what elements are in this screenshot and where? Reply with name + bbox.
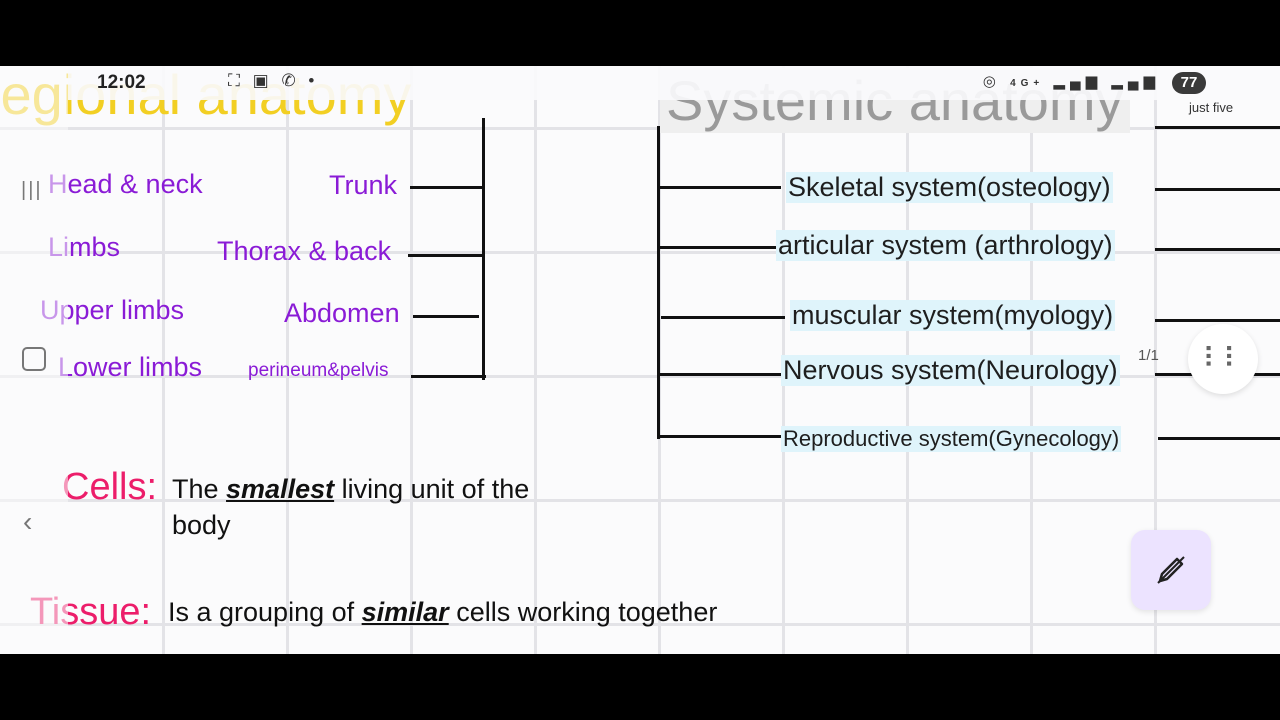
cells-label: Cells: <box>62 466 158 508</box>
whatsapp-icon: ✆ <box>281 71 300 90</box>
regional-item-lower-limbs: Lower limbs <box>58 352 203 382</box>
systemic-item-nervous: Nervous system(Neurology) <box>781 355 1120 386</box>
cells-definition-line2: body <box>172 510 231 540</box>
home-square-icon[interactable] <box>22 347 46 371</box>
grid-menu-button[interactable]: ⠇⠇ <box>1188 324 1258 394</box>
systemic-item-muscular: muscular system(myology) <box>790 300 1116 331</box>
status-right-icons: ◎ 4G+ ▂▄▆ ▂▄▆ <box>983 72 1160 90</box>
just-five-note: just five <box>1189 100 1234 115</box>
status-left-icons: ⛶ ▣ ✆ • <box>228 71 318 91</box>
systemic-bracket-line <box>659 435 783 438</box>
systemic-right-line <box>1155 188 1280 191</box>
regional-bracket-line <box>411 375 486 378</box>
regional-item-perineum-pelvis: perineum&pelvis <box>248 360 389 381</box>
dot-icon: • <box>308 71 319 90</box>
systemic-right-line <box>1158 437 1280 440</box>
systemic-bracket-line <box>661 316 785 319</box>
edit-pen-button[interactable] <box>1131 530 1211 610</box>
back-icon[interactable]: ‹ <box>23 506 33 537</box>
battery-icon: 77 <box>1172 72 1206 94</box>
tissue-definition: Is a grouping of similar cells working t… <box>168 597 718 627</box>
status-time: 12:02 <box>97 72 146 93</box>
systemic-bracket-line <box>659 186 781 189</box>
cells-emphasis: smallest <box>226 474 335 504</box>
regional-bracket-line <box>408 254 484 257</box>
regional-bracket-vertical <box>482 118 485 380</box>
network-label: 4G+ <box>1010 78 1045 89</box>
tissue-emphasis: similar <box>361 597 449 627</box>
systemic-item-reproductive: Reproductive system(Gynecology) <box>781 426 1122 452</box>
grid-dots-icon: ⠇⠇ <box>1202 343 1244 374</box>
cells-definition: The smallest living unit of the <box>172 474 530 504</box>
recent-apps-icon[interactable]: ||| <box>21 179 43 201</box>
regional-item-head-neck: Head & neck <box>48 169 203 199</box>
page-indicator: 1/1 <box>1138 347 1159 364</box>
regional-item-abdomen: Abdomen <box>284 298 400 328</box>
note-canvas: Regional anatomy Systemic anatomy just f… <box>0 66 1280 654</box>
systemic-bracket-line <box>659 246 779 249</box>
pen-icon <box>1157 556 1185 584</box>
systemic-item-skeletal: Skeletal system(osteology) <box>786 172 1113 203</box>
systemic-right-line <box>1155 126 1280 129</box>
regional-item-thorax-back: Thorax & back <box>217 236 392 266</box>
systemic-bracket-line <box>659 373 785 376</box>
systemic-right-line <box>1155 319 1280 322</box>
systemic-item-articular: articular system (arthrology) <box>776 230 1115 261</box>
systemic-bracket-vertical <box>657 126 660 439</box>
regional-bracket-line <box>410 186 484 189</box>
left-rail <box>0 66 68 654</box>
hotspot-icon: ◎ <box>982 73 1001 90</box>
regional-item-trunk: Trunk <box>329 170 398 200</box>
signal-icon: ▂▄▆ <box>1053 73 1103 90</box>
screenshot-icon: ▣ <box>252 71 273 90</box>
regional-bracket-line <box>413 315 479 318</box>
signal-icon-2: ▂▄▆ <box>1111 73 1160 90</box>
systemic-right-line <box>1155 248 1280 251</box>
status-bar: 12:02 ⛶ ▣ ✆ • ◎ 4G+ ▂▄▆ ▂▄▆ 77 <box>68 66 1280 100</box>
fullscreen-icon: ⛶ <box>228 71 244 90</box>
